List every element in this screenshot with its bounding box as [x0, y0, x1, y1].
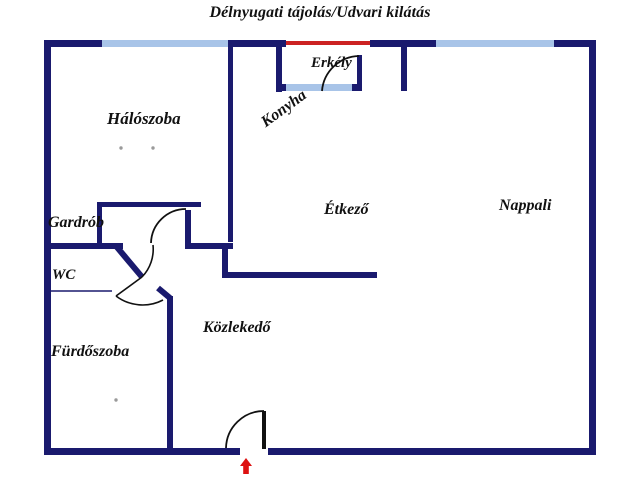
wall-top-far-right: [554, 40, 596, 47]
wall-balcony-left: [276, 44, 282, 92]
wall-bottom-left: [44, 448, 240, 455]
door-arc-wardrobe: [150, 208, 187, 244]
fixture-dot-bedroom-2: [151, 146, 155, 150]
room-label-wc: WC: [52, 267, 76, 283]
wall-balcony-door-jamb: [357, 55, 362, 91]
room-label-fürdőszoba: Fürdőszoba: [51, 343, 130, 360]
wall-top-right-stub: [370, 40, 436, 47]
wall-corridor-top-right: [185, 243, 233, 249]
door-arc-balcony: [321, 55, 360, 92]
door-leaf-bathroom: [115, 276, 143, 297]
room-label-gardrób: Gardrób: [48, 214, 105, 231]
wall-balcony-right: [401, 44, 407, 91]
windows-group: [100, 40, 556, 91]
room-label-halószoba: Hálószoba: [107, 109, 181, 128]
wall-bedroom-right: [228, 44, 233, 242]
door-arc-wardrobe-corridor: [141, 244, 155, 278]
door-leaf-bathroom-jamb: [156, 285, 172, 301]
wall-balcony-sill-left: [276, 84, 286, 91]
room-label-erkély: Erkély: [311, 55, 352, 71]
fixture-dots-group: [114, 146, 155, 402]
balcony-walls-group: [276, 44, 407, 92]
room-label-közlekedő: Közlekedő: [203, 319, 271, 336]
wall-corridor-jamb: [185, 210, 191, 248]
window-erkely-front: [283, 84, 355, 91]
interior-walls-group: [46, 44, 377, 451]
wall-dining-left: [222, 243, 228, 278]
wall-right-exterior: [589, 40, 596, 455]
room-label-étkező: Étkező: [324, 201, 369, 218]
door-leaf-entrance: [262, 411, 266, 449]
fixture-dot-bathroom-1: [114, 398, 118, 402]
wall-bathroom-right: [167, 296, 173, 451]
wall-top-left: [44, 40, 102, 47]
wall-bedroom-bottom: [97, 202, 201, 207]
window-halószoba: [100, 40, 230, 47]
wall-bottom-right: [268, 448, 596, 455]
doors-group: [113, 55, 360, 449]
wall-top-mid: [228, 40, 286, 47]
entrance-arrow-icon: [240, 458, 252, 474]
door-arc-bathroom: [115, 295, 164, 306]
window-nappali-top: [434, 40, 556, 47]
page-title: Délnyugati tájolás/Udvari kilátás: [209, 4, 431, 21]
outer-walls-group: [44, 40, 596, 455]
wall-dining-bottom: [222, 272, 377, 278]
balcony-railing: [285, 41, 390, 45]
door-arc-entrance: [225, 410, 265, 449]
fixture-dot-bedroom-1: [119, 146, 123, 150]
wall-wardrobe-bottom: [46, 243, 123, 249]
room-label-nappali: Nappali: [499, 197, 552, 214]
door-leaf-wardrobe-corridor: [113, 244, 145, 279]
